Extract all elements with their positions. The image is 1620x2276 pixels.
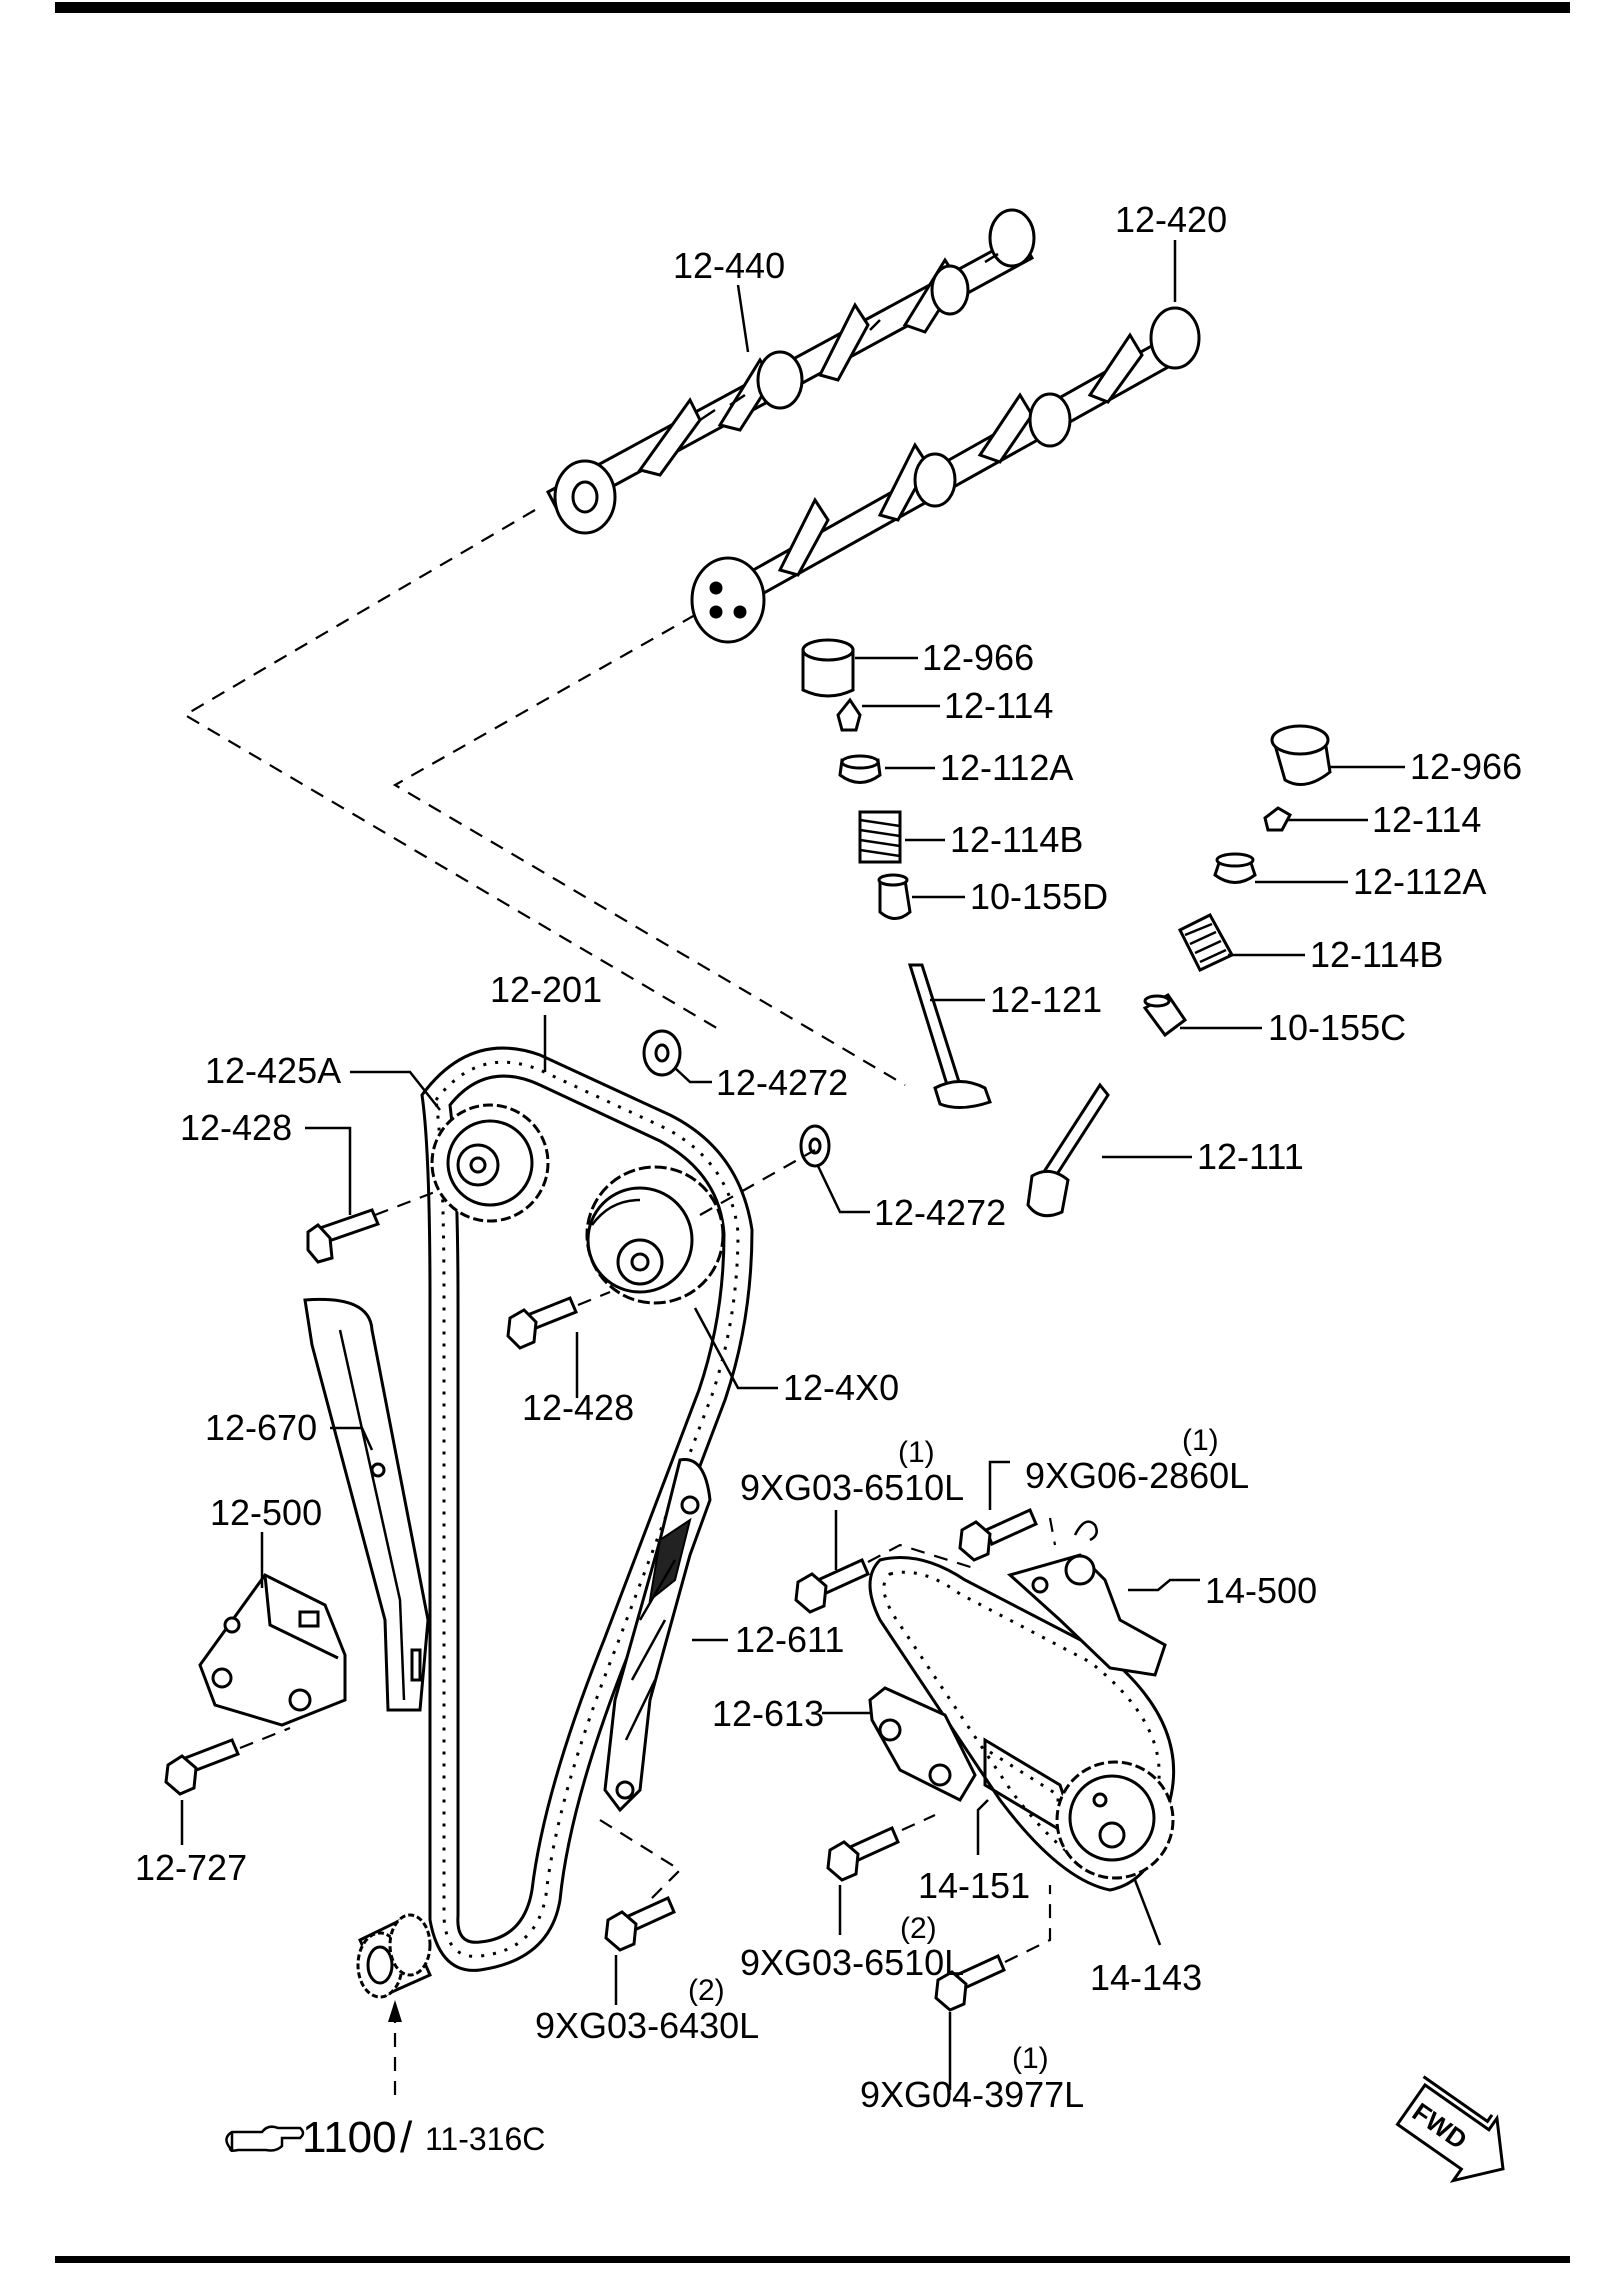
label-12-611: 12-611 — [735, 1619, 844, 1660]
label-12-420: 12-420 — [1115, 199, 1227, 240]
crank-reference-arrow — [388, 2000, 402, 2022]
tensioner-spring — [1073, 1520, 1098, 1542]
upper-bolts-axis — [867, 1543, 981, 1572]
forward-direction-badge: FWD — [1395, 2075, 1505, 2183]
oil-pump-sprocket — [1055, 1760, 1175, 1880]
label-14-143: 14-143 — [1090, 1957, 1202, 1998]
chain-tensioner — [198, 1573, 347, 1727]
label-9xg03-6510l-lower: 9XG03-6510L — [740, 1942, 964, 1983]
valve-stack-left — [801, 638, 992, 1109]
label-12-112a-right: 12-112A — [1353, 861, 1486, 902]
label-9xg06-2860l: 9XG06-2860L — [1025, 1455, 1249, 1496]
guide-line-intake-cam — [392, 614, 906, 1086]
label-12-966-left: 12-966 — [922, 637, 1034, 678]
tappet-left — [801, 638, 855, 698]
oil-pump-sprocket-bolt-axis — [1004, 1885, 1052, 1963]
guide-bolt-axis — [599, 1819, 682, 1906]
oil-pump-chain-tensioner-arm — [1006, 1553, 1167, 1677]
guide-bolt — [604, 1896, 676, 1952]
label-12-500: 12-500 — [210, 1492, 322, 1533]
label-12-114-right: 12-114 — [1372, 799, 1481, 840]
label-12-114b-right: 12-114B — [1310, 934, 1443, 975]
reference-main-section[interactable]: 1100 — [302, 2113, 397, 2162]
crankshaft-sprocket — [356, 1913, 432, 1999]
valve-right — [1026, 1082, 1110, 1218]
valve-spring-right — [1177, 913, 1235, 972]
label-12-112a-left: 12-112A — [940, 747, 1073, 788]
label-12-670: 12-670 — [205, 1407, 317, 1448]
label-10-155c: 10-155C — [1268, 1007, 1406, 1048]
sprocket-bolt-lower — [506, 1296, 578, 1350]
label-12-4272-upper: 12-4272 — [716, 1062, 848, 1103]
pointing-hand-icon — [225, 2125, 305, 2152]
oil-pump-guide-bolt-axis — [901, 1813, 936, 1832]
label-12-428-lower: 12-428 — [522, 1387, 634, 1428]
chain-guide-bolt-upper — [794, 1558, 870, 1614]
label-12-613: 12-613 — [712, 1693, 824, 1734]
qty-9xg03-6510l-lower: (2) — [900, 1912, 937, 1945]
intake-camshaft — [690, 306, 1201, 644]
qty-9xg04-3977l: (1) — [1012, 2042, 1049, 2075]
tensioner-arm-bolt — [958, 1508, 1038, 1562]
tappet-right — [1270, 724, 1332, 786]
qty-9xg03-6510l-upper: (1) — [898, 1436, 935, 1469]
valve-seal-right — [1142, 993, 1188, 1038]
oil-pump-sprocket-bolt — [934, 1953, 1006, 2012]
label-12-114b-left: 12-114B — [950, 819, 1083, 860]
tensioner-arm-bolt-axis — [1048, 1517, 1057, 1546]
label-12-201: 12-201 — [490, 969, 602, 1010]
intake-variable-valve-timing-actuator — [585, 1165, 725, 1305]
qty-9xg06-2860l: (1) — [1182, 1424, 1219, 1457]
keeper-right — [1263, 806, 1293, 832]
valve-left — [907, 963, 992, 1109]
top-border-rule — [55, 2, 1570, 13]
label-9xg03-6430l: 9XG03-6430L — [535, 2005, 759, 2046]
label-12-111: 12-111 — [1197, 1136, 1304, 1177]
chain-guide-right — [603, 1458, 712, 1813]
leader-lines — [180, 240, 1405, 2090]
intake-sprocket-axis — [577, 1149, 816, 1307]
exhaust-cam-sprocket — [430, 1103, 550, 1223]
part-labels: 12-440 12-420 12-966 12-114 12-112A 12-1… — [135, 199, 1522, 2115]
label-12-440: 12-440 — [673, 245, 785, 286]
label-14-500: 14-500 — [1205, 1570, 1317, 1611]
label-12-4x0: 12-4X0 — [783, 1367, 899, 1408]
reference-sub-section[interactable]: 11-316C — [425, 2121, 545, 2157]
tensioner-bolt — [164, 1738, 240, 1796]
label-12-4272-lower: 12-4272 — [874, 1192, 1006, 1233]
chain-guide-left — [303, 1297, 430, 1712]
keeper-left — [836, 697, 862, 732]
label-9xg04-3977l: 9XG04-3977L — [860, 2074, 1084, 2115]
label-14-151: 14-151 — [918, 1865, 1030, 1906]
bottom-border-rule — [55, 2256, 1570, 2263]
tensioner-bolt-axis — [239, 1726, 291, 1750]
label-12-425a: 12-425A — [205, 1050, 341, 1091]
spring-seat-right — [1213, 852, 1257, 884]
valve-spring-left — [858, 810, 902, 864]
section-reference[interactable]: 1100 / 11-316C — [225, 2113, 545, 2162]
guide-line-exhaust-cam — [182, 509, 721, 1031]
valve-stack-right — [1026, 724, 1332, 1218]
exhaust-camshaft — [545, 208, 1036, 535]
label-9xg03-6510l-upper: 9XG03-6510L — [740, 1467, 964, 1508]
label-12-966-right: 12-966 — [1410, 746, 1522, 787]
spring-seat-left — [838, 754, 882, 784]
label-12-121: 12-121 — [990, 979, 1102, 1020]
label-12-727: 12-727 — [135, 1847, 247, 1888]
label-12-428-upper: 12-428 — [180, 1107, 292, 1148]
valve-seal-left — [877, 873, 912, 920]
label-12-114-left: 12-114 — [944, 685, 1053, 726]
oil-pump-guide-bolt — [826, 1826, 900, 1882]
label-10-155d: 10-155D — [970, 876, 1108, 917]
oil-pump-chain-guide — [868, 1686, 977, 1802]
washer-lower — [799, 1124, 831, 1168]
reference-separator: / — [400, 2113, 413, 2162]
exhaust-sprocket-axis — [374, 1188, 441, 1217]
qty-9xg03-6430l: (2) — [688, 1974, 725, 2007]
primary-timing-chain — [420, 1046, 754, 1972]
washer-upper — [642, 1029, 682, 1077]
sprocket-bolt-upper — [306, 1208, 381, 1264]
